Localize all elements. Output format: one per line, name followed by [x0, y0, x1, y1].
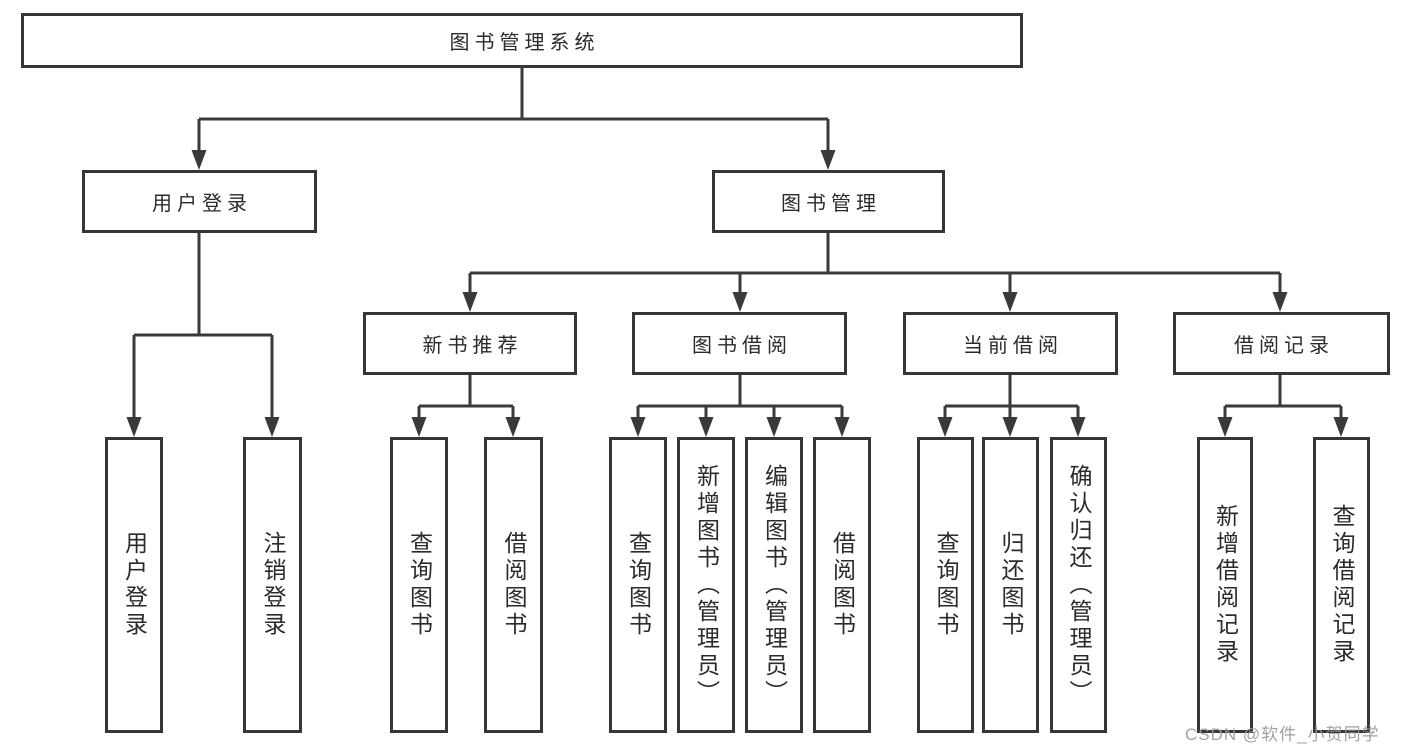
csdn-watermark: CSDN @软件_小贺同学	[1185, 725, 1380, 744]
connector-line	[468, 233, 1282, 293]
connector-line	[1223, 375, 1343, 418]
node-leaf-cb-confirm-return-admin: 确认归还（管理员）	[1050, 437, 1107, 733]
node-new-book-recommend: 新书推荐	[363, 312, 577, 375]
node-leaf-bb-borrow-books: 借阅图书	[813, 437, 871, 733]
connector-line	[132, 233, 274, 418]
arrow-down-icon	[1272, 292, 1288, 312]
node-user-login: 用户登录	[82, 170, 317, 233]
arrow-down-icon	[937, 417, 953, 437]
connector-line	[636, 375, 844, 418]
node-root: 图书管理系统	[21, 13, 1023, 68]
node-book-management: 图书管理	[712, 170, 945, 233]
node-leaf-logout: 注销登录	[243, 437, 302, 733]
arrow-down-icon	[1002, 417, 1018, 437]
arrow-down-icon	[834, 417, 850, 437]
arrow-down-icon	[191, 150, 207, 170]
connector-line	[943, 375, 1080, 418]
arrow-down-icon	[630, 417, 646, 437]
node-leaf-bb-query-books: 查询图书	[609, 437, 667, 733]
node-leaf-rec-query-books: 查询图书	[390, 437, 448, 733]
connector-line	[197, 68, 830, 151]
connector-new-book-rec-to-leaves	[411, 375, 521, 437]
arrow-down-icon	[732, 292, 748, 312]
node-leaf-bb-add-books-admin: 新增图书（管理员）	[677, 437, 735, 733]
arrow-down-icon	[766, 417, 782, 437]
connector-book-borrow-to-leaves	[630, 375, 850, 437]
connector-root-to-level1	[191, 68, 836, 170]
connector-borrow-records-to-leaves	[1217, 375, 1349, 437]
arrow-down-icon	[820, 150, 836, 170]
arrow-down-icon	[1217, 417, 1233, 437]
node-leaf-br-query-record: 查询借阅记录	[1313, 437, 1370, 733]
arrow-down-icon	[411, 417, 427, 437]
node-leaf-user-login: 用户登录	[105, 437, 163, 733]
arrow-down-icon	[462, 292, 478, 312]
arrow-down-icon	[1002, 292, 1018, 312]
connector-line	[417, 375, 515, 418]
connector-current-borrow-to-leaves	[937, 375, 1086, 437]
node-leaf-bb-edit-books-admin: 编辑图书（管理员）	[745, 437, 803, 733]
node-leaf-rec-borrow-books: 借阅图书	[484, 437, 543, 733]
arrow-down-icon	[1070, 417, 1086, 437]
node-leaf-br-add-record: 新增借阅记录	[1197, 437, 1253, 733]
arrow-down-icon	[264, 417, 280, 437]
node-borrow-records: 借阅记录	[1173, 312, 1390, 375]
connector-book-mgmt-to-level2	[462, 233, 1288, 312]
node-book-borrow: 图书借阅	[632, 312, 847, 375]
node-leaf-cb-query-books: 查询图书	[917, 437, 974, 733]
connector-user-login-to-leaves	[126, 233, 280, 437]
arrow-down-icon	[698, 417, 714, 437]
arrow-down-icon	[505, 417, 521, 437]
node-leaf-cb-return-books: 归还图书	[982, 437, 1039, 733]
node-current-borrow: 当前借阅	[903, 312, 1118, 375]
arrow-down-icon	[126, 417, 142, 437]
arrow-down-icon	[1333, 417, 1349, 437]
